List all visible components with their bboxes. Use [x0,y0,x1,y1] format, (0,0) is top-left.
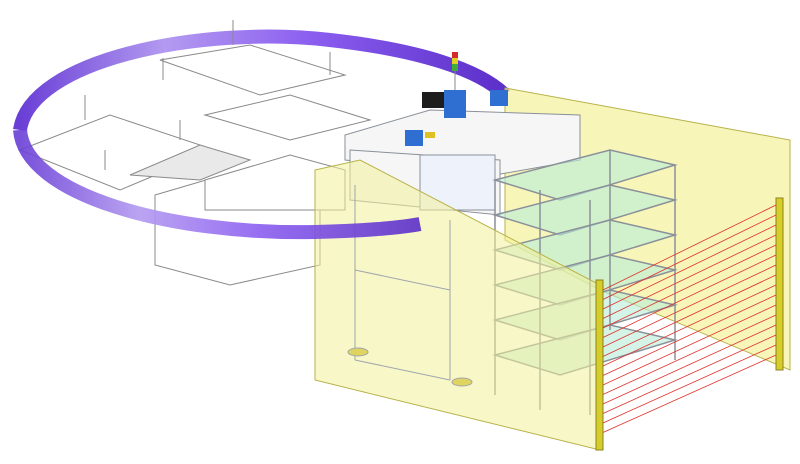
laser-beam [602,254,777,338]
signal-tower-icon [452,52,458,90]
laser-beam [602,274,777,357]
laser-beam [602,354,777,433]
laser-beam [602,324,777,405]
rotary-ring-front [13,128,422,240]
laser-beam [602,244,777,329]
enclosure-frame [347,185,473,387]
laser-beams [602,204,777,433]
light-curtain-receiver [775,197,784,371]
laser-beam [602,224,777,310]
laser-beam [602,294,777,376]
laser-beam [602,314,777,395]
laser-beam [602,214,777,300]
laser-beam [602,264,777,348]
laser-beam [602,284,777,367]
laser-beam [602,304,777,386]
laser-beam [602,334,777,414]
laser-beam [602,204,777,291]
laser-beam [602,234,777,319]
servo-motor-icon [405,90,508,146]
laser-beam [602,344,777,424]
rotary-ring [13,29,510,132]
light-curtain-emitter [595,279,604,451]
